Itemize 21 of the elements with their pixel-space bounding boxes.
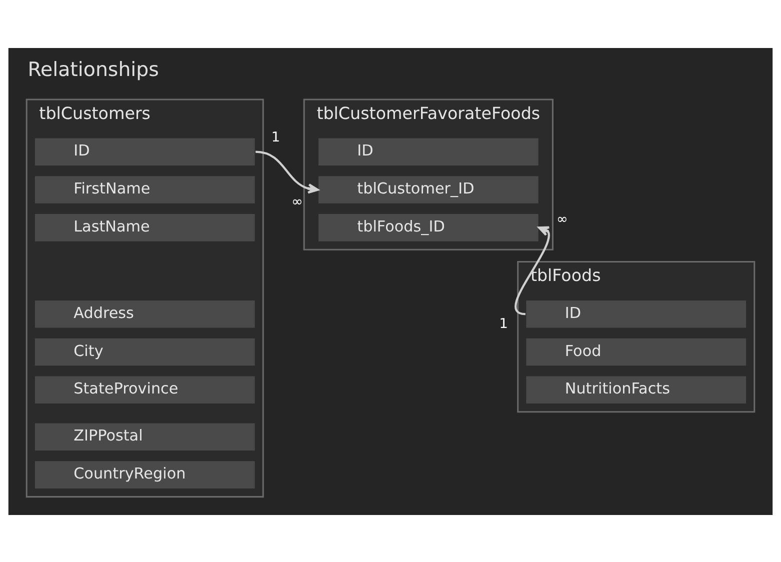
node-box: tblCustomer_ID xyxy=(318,176,538,203)
node-box: tblFoods_ID xyxy=(318,214,538,241)
node-box: ID xyxy=(526,300,746,328)
label: ∞ xyxy=(556,211,568,228)
node-box: Address xyxy=(34,300,255,328)
label: 1 xyxy=(499,315,508,332)
node-box: Food xyxy=(526,338,746,366)
node-box: CountryRegion xyxy=(34,460,255,488)
node-box: ZIPPostal xyxy=(34,422,255,450)
node-box: NutritionFacts xyxy=(526,376,746,404)
node-box: FirstName xyxy=(34,176,255,203)
label: ∞ xyxy=(292,194,303,210)
arrow xyxy=(514,226,550,315)
arrow xyxy=(255,150,319,194)
node-box: ID xyxy=(34,138,255,165)
node-box: ID xyxy=(318,138,538,165)
node-box: StateProvince xyxy=(34,376,255,404)
diagram-title: Relationships xyxy=(28,57,159,80)
node-box: LastName xyxy=(34,214,255,241)
node-box: City xyxy=(34,338,255,366)
label: 1 xyxy=(271,129,280,146)
